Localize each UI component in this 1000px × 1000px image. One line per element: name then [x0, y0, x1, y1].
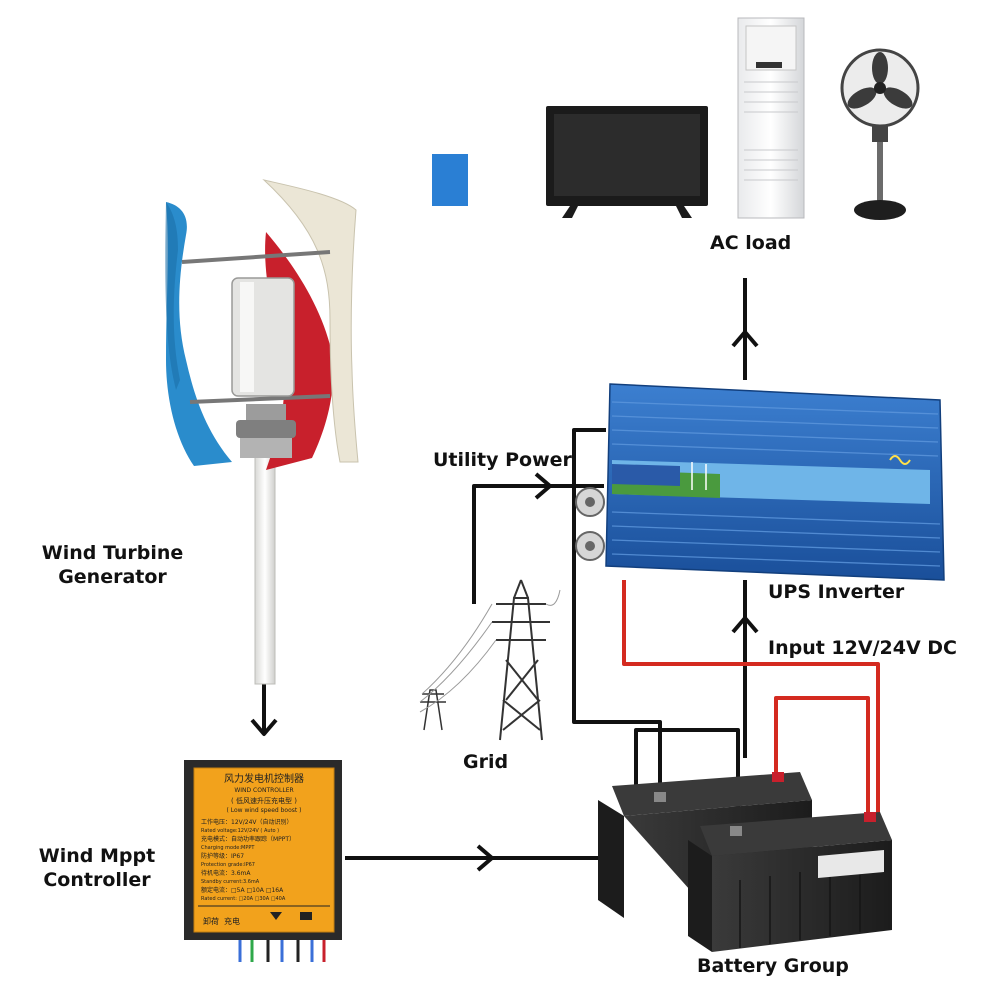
- utility-power-label: Utility Power: [433, 449, 572, 471]
- tv-icon: [546, 106, 708, 218]
- arrowhead-up-acload: [731, 330, 759, 348]
- wind-turbine-label-line1: Wind Turbine: [41, 542, 184, 564]
- wire-red-inverter: [622, 580, 880, 818]
- controller-spec-4: 防护等级：IP67: [201, 852, 244, 860]
- wire-black-loop: [572, 428, 662, 812]
- fan-icon: [840, 48, 920, 220]
- power-tower-icon: [419, 579, 561, 741]
- blue-square-icon: [432, 154, 468, 206]
- wind-turbine-label-line2: Generator: [58, 566, 167, 589]
- wind-turbine-icon: [165, 179, 359, 685]
- controller-spec-7: Standby current:3.6mA: [201, 879, 260, 885]
- controller-spec-2: 充电模式：自动功率跟踪（MPPT）: [201, 835, 295, 843]
- wind-turbine-label: Wind Turbine Generator: [30, 541, 195, 590]
- controller-terminal-0: 卸荷: [203, 916, 219, 926]
- wind-mppt-label: Wind Mppt Controller: [32, 844, 162, 893]
- wire-red-battery-link: [774, 696, 870, 820]
- battery-group-label: Battery Group: [697, 955, 849, 977]
- controller-subtitle-en: ( Low wind speed boost ): [227, 807, 302, 814]
- arrowhead-right-utility: [534, 472, 552, 500]
- controller-spec-6: 待机电流：3.6mA: [201, 869, 251, 877]
- battery-icon: [598, 772, 892, 952]
- input-dc-label: Input 12V/24V DC: [768, 637, 957, 659]
- controller-icon: 风力发电机控制器 WIND CONTROLLER ( 低风速升压充电型 ) ( …: [184, 760, 342, 962]
- controller-title-cn: 风力发电机控制器: [224, 772, 304, 785]
- controller-subtitle-cn: ( 低风速升压充电型 ): [231, 796, 297, 805]
- ups-inverter-label: UPS Inverter: [768, 581, 905, 603]
- controller-spec-1: Rated voltage:12V/24V ( Auto ): [201, 828, 279, 834]
- arrowhead-down: [250, 718, 278, 736]
- arrowhead-right: [476, 844, 494, 872]
- arrowhead-up-dc: [731, 616, 759, 634]
- controller-spec-8: 额定电流：□5A □10A □16A: [201, 886, 284, 894]
- controller-terminal-1: 充电: [224, 916, 240, 926]
- controller-spec-5: Protection grade:IP67: [201, 862, 255, 868]
- controller-spec-0: 工作电压：12V/24V（自动识别）: [201, 818, 293, 826]
- wire-utility-power: [472, 484, 604, 604]
- turbine-pole: [254, 455, 276, 685]
- air-conditioner-icon: [737, 17, 805, 219]
- grid-label: Grid: [463, 751, 509, 773]
- wires: [250, 278, 880, 872]
- inverter-icon: [575, 383, 945, 581]
- controller-spec-3: Charging mode:MPPT: [201, 845, 255, 851]
- ac-load-label: AC load: [710, 232, 792, 254]
- controller-title-en: WIND CONTROLLER: [234, 787, 293, 794]
- controller-spec-9: Rated current: □20A □30A □40A: [201, 896, 286, 902]
- wind-mppt-label-line2: Controller: [43, 869, 151, 892]
- wind-mppt-label-line1: Wind Mppt: [38, 845, 156, 867]
